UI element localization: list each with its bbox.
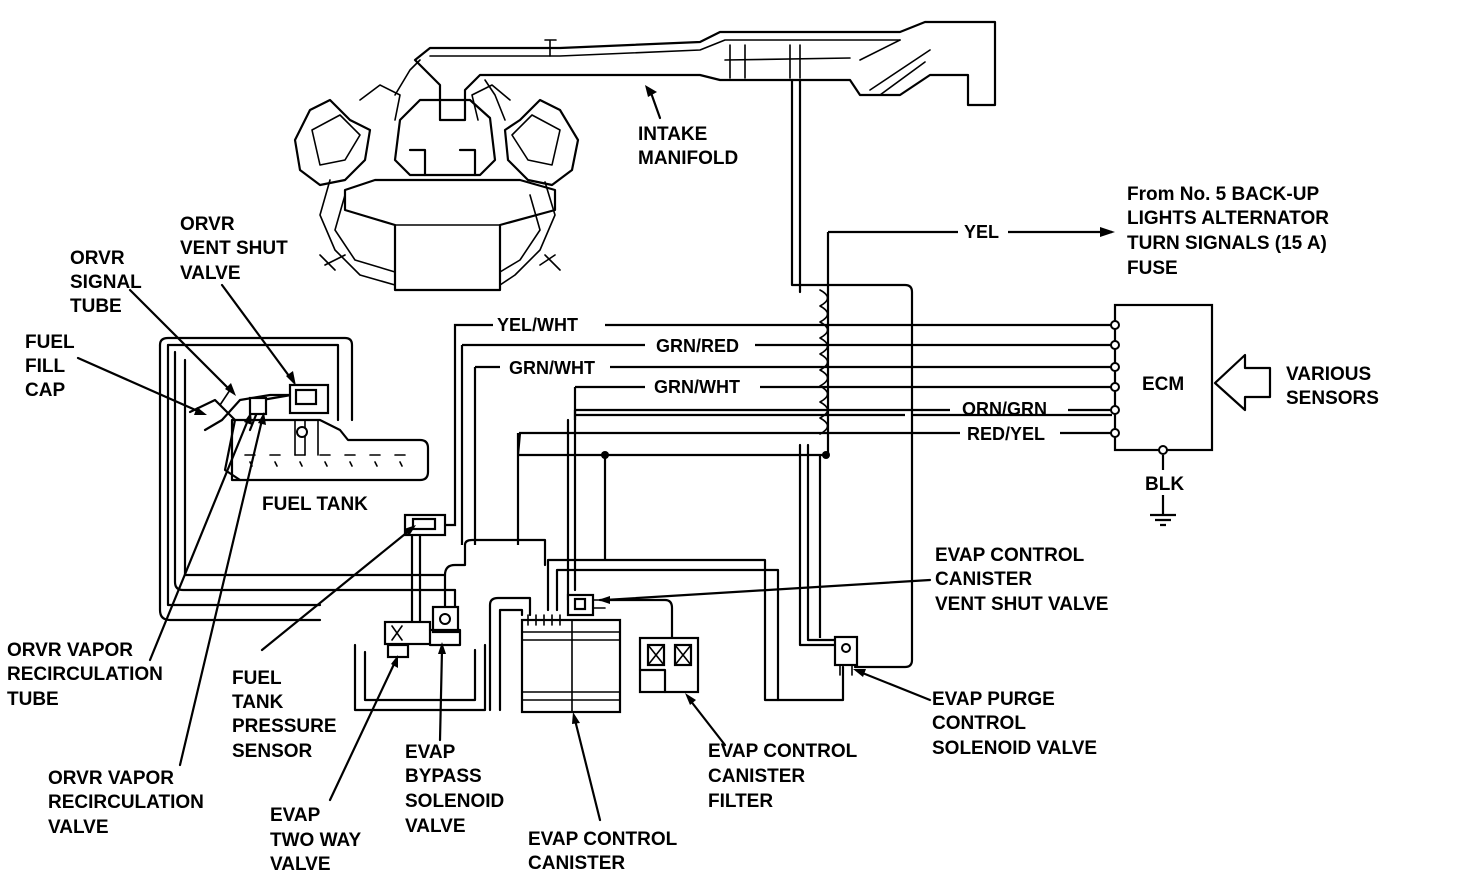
label-orvr-signal-1: ORVR: [70, 248, 125, 269]
label-orvr-recirc-tube-1: ORVR VAPOR: [7, 640, 133, 661]
label-orvr-signal-3: TUBE: [70, 296, 122, 317]
labels: INTAKE MANIFOLD From No. 5 BACK-UP LIGHT…: [7, 124, 1379, 875]
wire-label-red-yel: RED/YEL: [967, 424, 1045, 444]
label-two-way-valve-2: TWO WAY: [270, 830, 361, 851]
vacuum-hoses: [158, 78, 914, 712]
engine-drawing: [293, 20, 997, 292]
wire-label-yel-wht: YEL/WHT: [497, 315, 578, 335]
label-ecm: ECM: [1142, 374, 1184, 395]
label-from-fuse-4: FUSE: [1127, 258, 1178, 279]
label-purge-solenoid-2: CONTROL: [932, 713, 1026, 734]
label-blk: BLK: [1145, 474, 1184, 495]
label-orvr-vent-shut-3: VALVE: [180, 263, 241, 284]
label-fuel-fill-cap-2: FILL: [25, 356, 65, 377]
label-control-canister-1: EVAP CONTROL: [528, 829, 678, 850]
label-bypass-solenoid-4: VALVE: [405, 816, 466, 837]
label-canister-filter-1: EVAP CONTROL: [708, 741, 858, 762]
components: [383, 513, 859, 714]
label-pressure-sensor-3: PRESSURE: [232, 716, 337, 737]
label-intake-manifold-2: MANIFOLD: [638, 148, 738, 169]
label-various-sensors-2: SENSORS: [1286, 388, 1379, 409]
label-orvr-recirc-valve-3: VALVE: [48, 817, 109, 838]
label-canister-filter-2: CANISTER: [708, 766, 805, 787]
label-orvr-vent-shut-2: VENT SHUT: [180, 238, 288, 259]
label-vent-shut-valve-2: CANISTER: [935, 569, 1032, 590]
label-bypass-solenoid-3: SOLENOID: [405, 791, 504, 812]
canister-body: [520, 618, 622, 714]
wire-label-yel: YEL: [964, 222, 999, 242]
label-vent-shut-valve-3: VENT SHUT VALVE: [935, 594, 1108, 615]
wire-label-orn-grn: ORN/GRN: [962, 399, 1047, 419]
label-from-fuse-3: TURN SIGNALS (15 A): [1127, 233, 1327, 254]
label-purge-solenoid-1: EVAP PURGE: [932, 689, 1055, 710]
label-two-way-valve-1: EVAP: [270, 805, 321, 826]
label-fuel-tank: FUEL TANK: [262, 494, 368, 515]
label-bypass-solenoid-1: EVAP: [405, 742, 456, 763]
label-fuel-fill-cap-3: CAP: [25, 380, 65, 401]
wire-label-grn-wht-1: GRN/WHT: [509, 358, 595, 378]
label-orvr-vent-shut-1: ORVR: [180, 214, 235, 235]
label-orvr-recirc-valve-1: ORVR VAPOR: [48, 768, 174, 789]
label-vent-shut-valve-1: EVAP CONTROL: [935, 545, 1085, 566]
fuel-tank-drawing: [188, 383, 430, 482]
label-orvr-signal-2: SIGNAL: [70, 272, 142, 293]
label-pressure-sensor-1: FUEL: [232, 668, 282, 689]
label-from-fuse-1: From No. 5 BACK-UP: [1127, 184, 1319, 205]
label-pressure-sensor-2: TANK: [232, 692, 284, 713]
wiring: [445, 227, 1272, 638]
label-canister-filter-3: FILTER: [708, 791, 773, 812]
wire-label-grn-wht-2: GRN/WHT: [654, 377, 740, 397]
label-purge-solenoid-3: SOLENOID VALVE: [932, 738, 1097, 759]
label-two-way-valve-3: VALVE: [270, 854, 331, 875]
leader-arrows: [76, 85, 932, 822]
label-pressure-sensor-4: SENSOR: [232, 741, 313, 762]
label-orvr-recirc-tube-2: RECIRCULATION: [7, 664, 163, 685]
ecm-box: [1113, 303, 1214, 452]
label-various-sensors-1: VARIOUS: [1286, 364, 1371, 385]
label-fuel-fill-cap-1: FUEL: [25, 332, 75, 353]
label-bypass-solenoid-2: BYPASS: [405, 766, 482, 787]
label-control-canister-2: CANISTER: [528, 853, 625, 874]
label-intake-manifold-1: INTAKE: [638, 124, 707, 145]
label-orvr-recirc-tube-3: TUBE: [7, 689, 59, 710]
label-from-fuse-2: LIGHTS ALTERNATOR: [1127, 208, 1329, 229]
wire-label-grn-red: GRN/RED: [656, 336, 739, 356]
label-orvr-recirc-valve-2: RECIRCULATION: [48, 792, 204, 813]
